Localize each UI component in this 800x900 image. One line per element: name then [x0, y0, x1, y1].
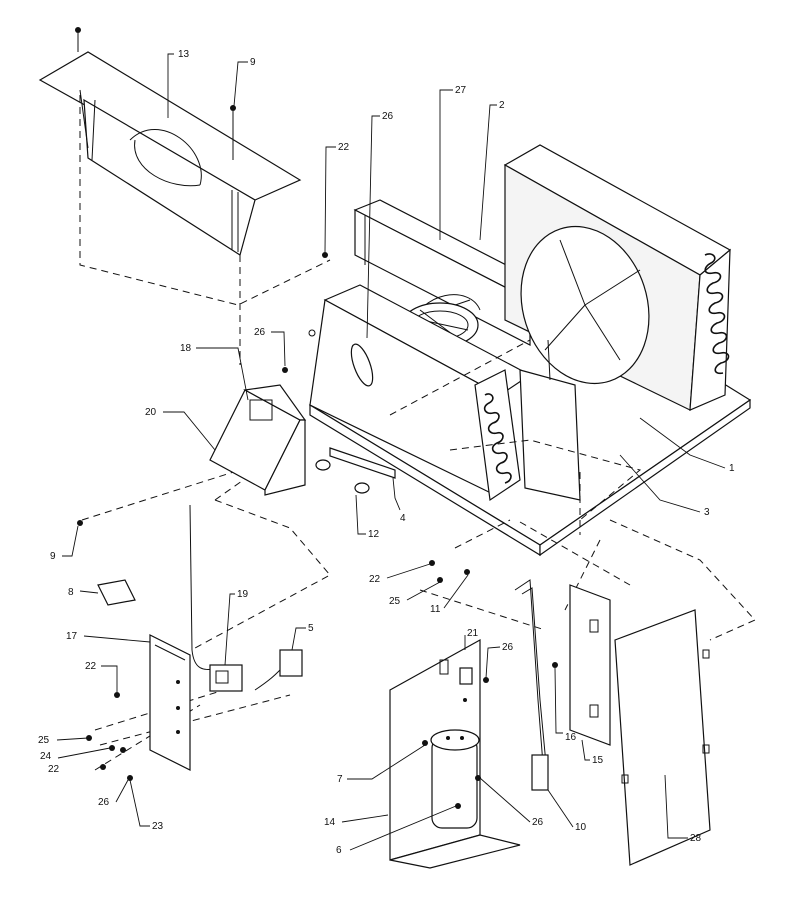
callout-26: 26: [254, 327, 266, 338]
callout-16: 16: [565, 732, 577, 743]
condenser-shroud: [503, 144, 732, 411]
callout-8: 8: [68, 587, 74, 598]
access-panel-part-28: [614, 609, 711, 866]
plug-part-5: [254, 649, 303, 691]
leader-lines: [56, 53, 726, 851]
callout-20: 20: [145, 407, 157, 418]
callout-19: 19: [237, 589, 249, 600]
screw-icon: [77, 252, 558, 809]
top-cover-part-13: [38, 51, 302, 256]
callout-2: 2: [499, 100, 505, 111]
knob-part-8: [97, 579, 136, 606]
callout-22: 22: [338, 142, 350, 153]
callout-6: 6: [336, 845, 342, 856]
callout-22: 22: [369, 574, 381, 585]
callout-11: 11: [430, 604, 441, 615]
callout-10: 10: [575, 822, 587, 833]
callout-5: 5: [308, 623, 314, 634]
screw-icon: [75, 27, 236, 160]
bracket-part-21: [459, 667, 473, 685]
callout-7: 7: [337, 774, 343, 785]
bracket-part-4: [329, 447, 396, 479]
callout-17: 17: [66, 631, 78, 642]
callout-24: 24: [40, 751, 52, 762]
callout-14: 14: [324, 817, 336, 828]
callout-1: 1: [729, 463, 735, 474]
callout-labels: 13 9 26 27 2 22 26 18 20 1 3 4 12 9 22 2…: [38, 49, 735, 856]
drain-tube-part-10: [514, 579, 549, 791]
evaporator-coil: [474, 339, 581, 502]
callout-13: 13: [178, 49, 190, 60]
callout-22: 22: [48, 764, 60, 775]
callout-3: 3: [704, 507, 710, 518]
condenser-coil: [704, 253, 730, 375]
callout-23: 23: [152, 821, 164, 832]
switch-part-19: [209, 664, 243, 692]
capacitor-part-6: [430, 729, 480, 829]
callout-27: 27: [455, 85, 467, 96]
control-panel-part-17: [149, 634, 191, 771]
callout-25: 25: [389, 596, 401, 607]
callout-4: 4: [400, 513, 406, 524]
callout-12: 12: [368, 529, 380, 540]
callout-21: 21: [467, 628, 479, 639]
control-box-part-20: [209, 384, 307, 496]
callout-26: 26: [382, 111, 394, 122]
callout-22: 22: [85, 661, 97, 672]
callout-28: 28: [690, 833, 702, 844]
callout-25: 25: [38, 735, 50, 746]
callout-26: 26: [532, 817, 544, 828]
callout-9: 9: [50, 551, 56, 562]
callout-26: 26: [502, 642, 514, 653]
callout-15: 15: [592, 755, 604, 766]
callout-18: 18: [180, 343, 192, 354]
clip-part-12: [315, 459, 370, 494]
callout-26: 26: [98, 797, 110, 808]
side-panel-part-15: [569, 584, 611, 746]
callout-9: 9: [250, 57, 256, 68]
